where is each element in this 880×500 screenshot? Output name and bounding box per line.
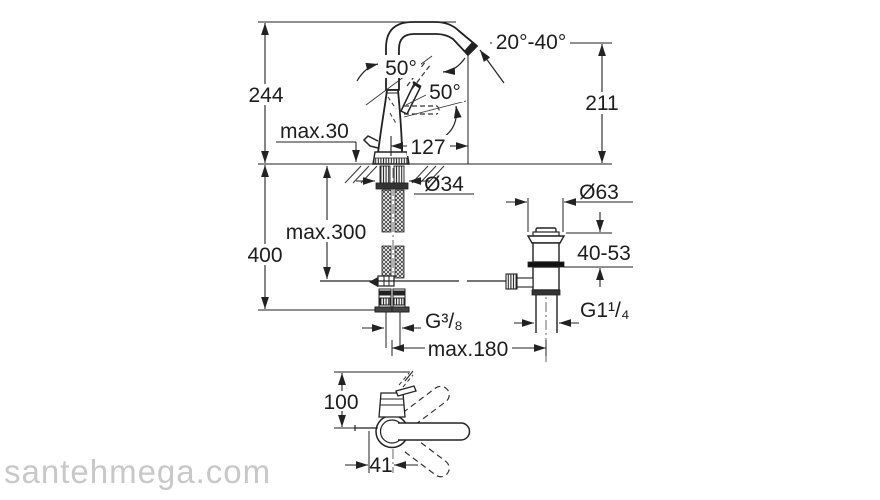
waste-flange-diameter-label: Ø63	[579, 181, 619, 204]
handle-projection-label: 100	[323, 391, 358, 414]
base-knurl-band	[373, 157, 409, 165]
dimension-supply-thread: G³/₈	[362, 310, 463, 333]
handle-lever-cap	[412, 80, 422, 89]
spout-reach-label: 127	[410, 136, 445, 159]
handle-angle-leader	[405, 94, 427, 106]
waste-bottom-ring	[531, 289, 561, 296]
popup-waste-side-view	[505, 227, 566, 333]
dimension-shank-diameter: Ø34	[356, 173, 474, 196]
shank-left	[379, 165, 391, 184]
dimension-under-counter-depth: 400	[245, 165, 285, 309]
outlet-height-label: 211	[585, 92, 618, 115]
faucet-top-view	[354, 370, 471, 478]
under-counter-depth-label: 400	[247, 244, 282, 267]
dimension-total-height: 244	[246, 23, 285, 163]
clamping-range-label: 40-53	[577, 242, 631, 265]
lever-dashed-marks	[398, 372, 414, 388]
dimension-deck-thickness: max.30	[276, 120, 360, 162]
hose-length-label: max.300	[286, 221, 367, 244]
spout-dashed-lowered	[402, 436, 450, 478]
supply-connectors	[374, 288, 410, 313]
faucet-body-outline	[376, 89, 403, 154]
spout-bar-solid	[398, 422, 471, 441]
dimension-rod-offset: 41	[345, 431, 418, 477]
handle-angle-label: 50°	[429, 81, 461, 104]
mounting-washer	[375, 182, 409, 190]
waste-thread-label: G1¹/₄	[580, 299, 629, 322]
angle-annotations: 50° 50° 20°-40°	[356, 31, 570, 138]
rod-reach-label: max.180	[428, 338, 509, 361]
waste-body-lower	[532, 266, 560, 291]
cartridge-hidden-lines	[387, 96, 398, 126]
waste-body-upper	[532, 242, 560, 263]
lever-raised-mark	[404, 370, 414, 382]
outlet-angle-leader	[479, 49, 505, 84]
waste-flange	[526, 235, 566, 244]
dimension-handle-projection: 100	[321, 371, 410, 429]
handle-lift-arc	[443, 105, 462, 138]
watermark-text: santehmega.com	[4, 453, 271, 490]
lever-top-view	[395, 385, 417, 397]
dimension-hose-length: max.300	[286, 166, 367, 279]
waste-seal	[527, 261, 565, 268]
rod-joint-ball	[369, 277, 378, 287]
handle-axis-line	[403, 100, 467, 118]
dimension-outlet-height: 211	[583, 44, 621, 163]
supply-hoses	[381, 189, 405, 279]
swivel-arc-left	[356, 62, 379, 82]
spout-outlet-face	[464, 42, 477, 55]
faucet-side-view	[320, 21, 506, 348]
spout-dashed-raised	[402, 385, 450, 427]
deck-hatching	[344, 165, 445, 184]
dimension-spout-reach: 127	[390, 135, 468, 159]
dimension-clamping-range: 40-53	[564, 212, 634, 287]
popup-rod-knob	[362, 135, 379, 149]
deck-thickness-label: max.30	[280, 120, 349, 143]
handle-lever-dashed-raised	[406, 60, 432, 90]
swivel-arc-right	[442, 57, 466, 75]
spout-angle-range-label: 20°-40°	[496, 31, 567, 54]
shank-right	[393, 165, 405, 184]
handle-lever-dashed-horizontal	[404, 105, 440, 115]
shank-diameter-label: Ø34	[424, 173, 464, 196]
dimension-waste-flange-diameter: Ø63	[506, 181, 633, 232]
dimension-waste-thread: G1¹/₄	[514, 299, 629, 327]
dimension-rod-reach: max.180	[391, 337, 547, 361]
swivel-angle-label: 50°	[385, 57, 417, 80]
waste-rod-stem	[516, 277, 534, 288]
total-height-label: 244	[248, 84, 283, 107]
supply-thread-label: G³/₈	[425, 310, 463, 333]
rod-offset-label: 41	[369, 454, 392, 477]
waste-rod-knob	[505, 273, 518, 290]
